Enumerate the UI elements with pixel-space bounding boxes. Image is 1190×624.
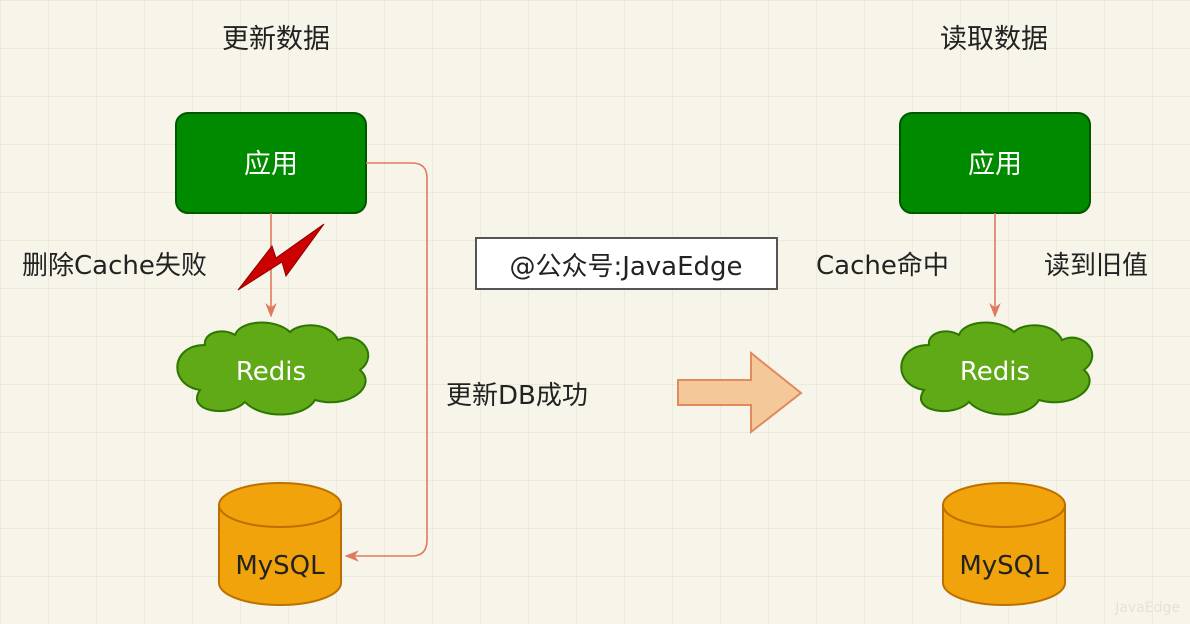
watermark-box-text: @公众号:JavaEdge — [509, 252, 742, 282]
left-mysql-node[interactable]: MySQL — [218, 482, 342, 606]
left-mysql-top — [218, 482, 342, 528]
right-app-label: 应用 — [968, 149, 1022, 180]
right-heading: 读取数据 — [940, 24, 1048, 55]
right-mysql-label: MySQL — [959, 551, 1049, 581]
right-redis-node[interactable]: Redis — [900, 321, 1094, 416]
left-mysql-label: MySQL — [235, 551, 325, 581]
left-mysql-body — [218, 504, 342, 606]
left-app-node[interactable]: 应用 — [175, 112, 367, 214]
right-app-node[interactable]: 应用 — [899, 112, 1091, 214]
delete-cache-fail-label: 删除Cache失败 — [22, 251, 207, 281]
right-redis-cloud — [900, 321, 1094, 416]
update-db-success-label: 更新DB成功 — [446, 381, 588, 411]
cache-hit-label: Cache命中 — [816, 251, 949, 281]
watermark-box: @公众号:JavaEdge — [475, 237, 778, 290]
right-redis-label: Redis — [960, 357, 1030, 387]
corner-watermark: JavaEdge — [1114, 600, 1180, 616]
left-redis-label: Redis — [236, 357, 306, 387]
left-redis-cloud — [176, 321, 370, 416]
right-mysql-top — [942, 482, 1066, 528]
stale-read-label: 读到旧值 — [1044, 251, 1148, 281]
transition-arrow-icon — [677, 350, 803, 435]
left-redis-node[interactable]: Redis — [176, 321, 370, 416]
right-mysql-body — [942, 504, 1066, 606]
update-db-connector — [344, 162, 428, 562]
left-app-label: 应用 — [244, 149, 298, 180]
failure-bolt-icon — [237, 223, 325, 291]
right-mysql-node[interactable]: MySQL — [942, 482, 1066, 606]
watermark-box-frame — [475, 237, 778, 290]
left-heading: 更新数据 — [222, 24, 330, 55]
